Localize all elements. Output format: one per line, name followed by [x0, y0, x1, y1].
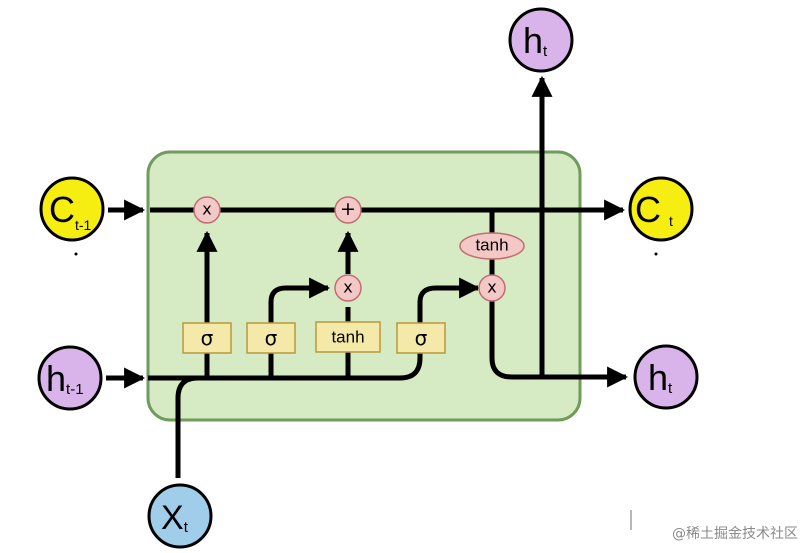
h-next-right-node: ht [633, 344, 699, 410]
c-prev-sub: t-1 [75, 217, 92, 233]
c-next-main: C [635, 189, 661, 230]
forget-gate: σ [182, 322, 232, 354]
output-tanh-op: tanh [459, 232, 525, 260]
forget-multiply-op: x [193, 196, 221, 224]
watermark-text: @稀土掘金技术社区 [672, 526, 798, 542]
h-next-top-sub: t [543, 43, 548, 60]
output-to-h-line [489, 300, 629, 388]
input-multiply-op: x [334, 274, 362, 302]
h-next-right-sub: t [668, 380, 673, 397]
output-multiply-op: x [478, 274, 506, 302]
input-gate: σ [246, 322, 296, 354]
h-next-right-main: h [648, 357, 668, 398]
gate-boxes: σ σ tanh σ [182, 321, 446, 354]
c-next-dot [654, 252, 658, 256]
candidate-gate: tanh [315, 321, 381, 353]
input-gate-arrow [268, 277, 331, 378]
add-label: + [340, 198, 356, 220]
svg-text:ht: ht [523, 20, 548, 61]
output-gate-label: σ [415, 326, 428, 350]
h-prev-sub: t-1 [66, 381, 84, 398]
output-tanh-label: tanh [475, 236, 508, 255]
output-gate: σ [396, 322, 446, 354]
watermark-divider [630, 510, 632, 530]
x-input-sub: t [184, 519, 189, 536]
c-prev-dot [74, 252, 78, 256]
input-gate-label: σ [265, 326, 278, 350]
candidate-gate-label: tanh [331, 328, 364, 347]
pointwise-ops: x + x tanh x [193, 196, 525, 302]
h-prev-main: h [46, 358, 66, 399]
forget-multiply-label: x [202, 200, 211, 219]
svg-text:ht: ht [648, 357, 673, 398]
c-prev-main: C [49, 189, 75, 230]
svg-text:Xt: Xt [161, 499, 189, 537]
svg-text:Ct-1: Ct-1 [49, 189, 92, 233]
x-input-main: X [161, 499, 184, 537]
svg-text:ht-1: ht-1 [46, 358, 84, 399]
input-multiply-label: x [343, 278, 352, 297]
x-input-line [175, 375, 199, 478]
add-op: + [334, 196, 362, 224]
c-next-sub: t [669, 213, 673, 229]
output-multiply-label: x [487, 278, 496, 297]
h-next-top-node: ht [508, 7, 574, 73]
h-prev-node: ht-1 [37, 345, 103, 411]
h-next-top-main: h [523, 20, 543, 61]
c-prev-node: Ct-1 [39, 176, 105, 242]
forget-gate-label: σ [201, 326, 214, 350]
x-input-node: Xt [147, 483, 213, 549]
svg-text:Ct: Ct [635, 189, 673, 230]
